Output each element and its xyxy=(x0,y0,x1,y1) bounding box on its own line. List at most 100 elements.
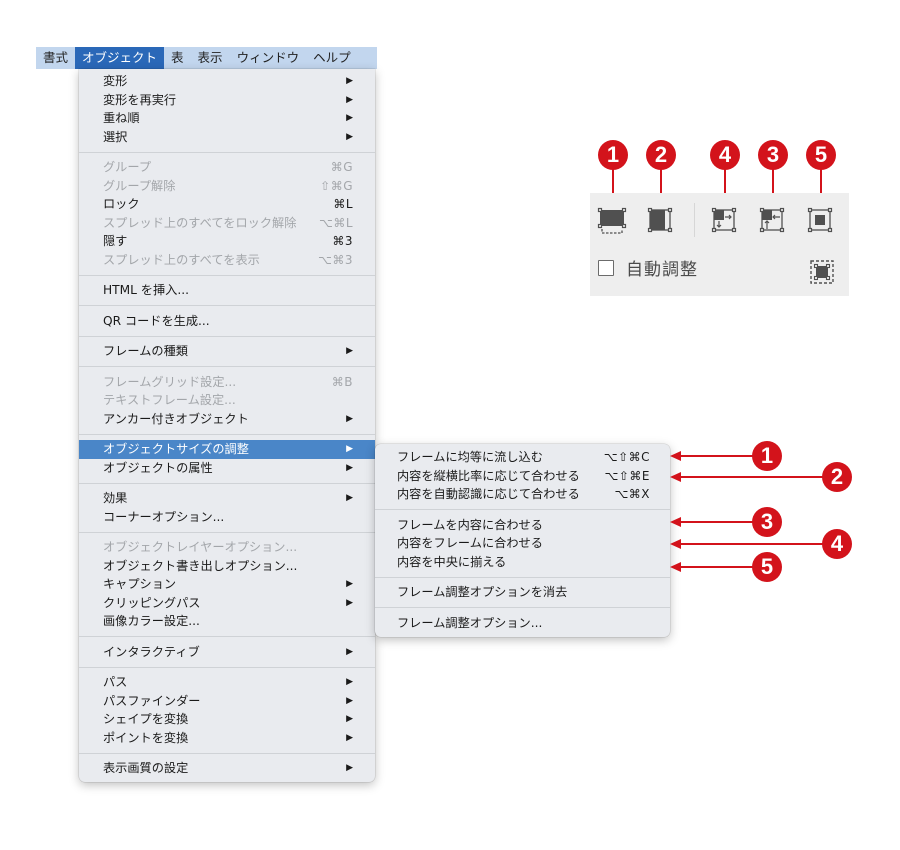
menu-item-object-layer-options: オブジェクトレイヤーオプション... xyxy=(79,538,375,557)
submenu-item-clear-frame-fitting-options[interactable]: フレーム調整オプションを消去 xyxy=(375,583,670,602)
menu-item-label: オブジェクト書き出しオプション... xyxy=(103,558,298,573)
menu-separator xyxy=(79,482,375,484)
submenu-arrow-icon: ▶ xyxy=(346,462,353,473)
menu-item-arrange[interactable]: 重ね順 ▶ xyxy=(79,109,375,128)
menu-item-anchored-object[interactable]: アンカー付きオブジェクト▶ xyxy=(79,410,375,429)
menu-item-content-type[interactable]: フレームの種類▶ xyxy=(79,342,375,361)
submenu-item-fit-content-to-frame[interactable]: 内容をフレームに合わせる xyxy=(375,534,670,553)
menu-item-convert-point[interactable]: ポイントを変換 ▶ xyxy=(79,729,375,748)
center-content-icon[interactable] xyxy=(804,206,836,236)
callout-badge-5: 5 xyxy=(752,552,782,582)
submenu-item-fill-frame-proportionally[interactable]: フレームに均等に流し込む⌥⇧⌘C xyxy=(375,448,670,467)
callout-line xyxy=(680,476,826,478)
menu-item-label: フレームグリッド設定... xyxy=(103,374,237,389)
callout-line xyxy=(772,168,774,196)
frame-fitting-options-icon[interactable] xyxy=(809,259,835,285)
menubar-item-window[interactable]: ウィンドウ xyxy=(236,50,300,65)
shortcut: ⌥⌘L xyxy=(318,215,353,230)
submenu-item-frame-fitting-options[interactable]: フレーム調整オプション... xyxy=(375,614,670,633)
menu-separator xyxy=(79,305,375,306)
menu-item-object-attributes[interactable]: オブジェクトの属性 ▶ xyxy=(79,459,375,478)
menu-item-hide[interactable]: 隠す ⌘3 xyxy=(79,232,375,251)
auto-fit-checkbox[interactable] xyxy=(598,259,614,276)
menu-item-image-color-settings[interactable]: 画像カラー設定... xyxy=(79,612,375,631)
menu-item-paths[interactable]: パス▶ xyxy=(79,673,375,692)
menu-item-label: ポイントを変換 xyxy=(103,730,189,745)
shortcut: ⇧⌘G xyxy=(320,178,353,193)
fit-content-to-frame-icon[interactable] xyxy=(708,206,740,236)
menu-item-label: フレームに均等に流し込む xyxy=(397,450,543,464)
callout-line xyxy=(680,455,756,457)
menu-item-effects[interactable]: 効果 ▶ xyxy=(79,489,375,508)
callout-line xyxy=(660,168,662,196)
callout-badge-2: 2 xyxy=(822,462,852,492)
fit-frame-to-content-icon[interactable] xyxy=(756,206,788,236)
menubar-item-object[interactable]: オブジェクト xyxy=(75,47,165,69)
menu-item-label: 隠す xyxy=(103,234,128,248)
menu-item-select[interactable]: 選択▶ xyxy=(79,128,375,147)
arrow-left-icon xyxy=(670,517,681,527)
menubar-item-view[interactable]: 表示 xyxy=(197,50,223,65)
menu-item-generate-qr-code[interactable]: QR コードを生成... xyxy=(79,312,375,331)
menu-item-label: 効果 xyxy=(103,491,128,505)
callout-line xyxy=(612,168,614,196)
menu-item-label: 画像カラー設定... xyxy=(103,614,200,628)
menu-item-unlock-all-on-spread: スプレッド上のすべてをロック解除⌥⌘L xyxy=(79,214,375,233)
menu-item-fitting[interactable]: オブジェクトサイズの調整 ▶ xyxy=(79,440,375,459)
submenu-item-content-aware-fit[interactable]: 内容を自動認識に応じて合わせる⌥⌘X xyxy=(375,485,670,504)
menu-item-captions[interactable]: キャプション▶ xyxy=(79,575,375,594)
menu-separator xyxy=(79,274,375,276)
submenu-arrow-icon: ▶ xyxy=(346,413,353,424)
callout-line xyxy=(680,521,756,523)
menu-item-interactive[interactable]: インタラクティブ▶ xyxy=(79,643,375,662)
menu-item-pathfinder[interactable]: パスファインダー▶ xyxy=(79,692,375,711)
menu-item-clipping-path[interactable]: クリッピングパス▶ xyxy=(79,594,375,613)
menu-item-text-frame-options: テキストフレーム設定... xyxy=(79,391,375,410)
submenu-item-fit-frame-to-content[interactable]: フレームを内容に合わせる xyxy=(375,516,670,535)
fill-frame-proportionally-icon[interactable] xyxy=(596,206,628,236)
menu-item-label: フレームを内容に合わせる xyxy=(397,517,543,532)
menu-separator xyxy=(375,509,670,510)
menu-item-label: フレームの種類 xyxy=(103,344,188,358)
menu-item-transform[interactable]: 変形▶ xyxy=(79,72,375,91)
callout-badge-1: 1 xyxy=(752,441,782,471)
callout-badge-4: 4 xyxy=(822,529,852,559)
menu-item-label: オブジェクトの属性 xyxy=(103,460,213,475)
submenu-arrow-icon: ▶ xyxy=(346,677,353,687)
menu-item-insert-html[interactable]: HTML を挿入... xyxy=(79,281,375,300)
submenu-item-fit-content-proportionally[interactable]: 内容を縦横比率に応じて合わせる⌥⇧⌘E xyxy=(375,467,670,486)
menu-separator xyxy=(79,636,375,637)
menu-item-convert-shape[interactable]: シェイプを変換 ▶ xyxy=(79,710,375,729)
submenu-arrow-icon: ▶ xyxy=(346,444,353,454)
fit-content-proportionally-icon[interactable] xyxy=(644,206,676,236)
menu-item-transform-again[interactable]: 変形を再実行▶ xyxy=(79,91,375,110)
menu-separator xyxy=(79,433,375,435)
submenu-arrow-icon: ▶ xyxy=(346,732,353,743)
shortcut: ⌥⌘3 xyxy=(318,252,353,267)
panel-callout-badge-5: 5 xyxy=(806,140,836,170)
menu-item-display-performance[interactable]: 表示画質の設定▶ xyxy=(79,759,375,778)
menubar-item-format[interactable]: 書式 xyxy=(43,50,69,65)
submenu-item-center-content[interactable]: 内容を中央に揃える xyxy=(375,553,670,572)
submenu-arrow-icon: ▶ xyxy=(346,131,353,142)
menu-item-object-export-options[interactable]: オブジェクト書き出しオプション... xyxy=(79,557,375,576)
menu-item-frame-grid-options: フレームグリッド設定...⌘B xyxy=(79,373,375,392)
menubar-item-help[interactable]: ヘルプ xyxy=(313,50,351,65)
submenu-arrow-icon: ▶ xyxy=(346,113,353,123)
menu-item-label: 重ね順 xyxy=(103,111,140,125)
callout-line xyxy=(680,566,756,568)
menu-separator xyxy=(79,666,375,668)
shortcut: ⌘3 xyxy=(332,234,353,248)
menu-separator xyxy=(375,576,670,578)
menu-item-lock[interactable]: ロック⌘L xyxy=(79,195,375,214)
menu-item-corner-options[interactable]: コーナーオプション... xyxy=(79,508,375,527)
submenu-arrow-icon: ▶ xyxy=(346,493,353,503)
menu-item-label: コーナーオプション... xyxy=(103,509,225,524)
menu-item-label: シェイプを変換 xyxy=(103,712,189,726)
object-menu: 変形▶ 変形を再実行▶ 重ね順▶ 選択▶ グループ⌘G グループ解除⇧⌘G ロッ… xyxy=(79,69,375,782)
auto-fit-label: 自動調整 xyxy=(626,260,698,280)
menu-item-label: オブジェクトサイズの調整 xyxy=(103,442,249,456)
panel-callout-badge-2: 2 xyxy=(646,140,676,170)
menubar-item-table[interactable]: 表 xyxy=(171,50,184,65)
submenu-arrow-icon: ▶ xyxy=(346,714,353,724)
